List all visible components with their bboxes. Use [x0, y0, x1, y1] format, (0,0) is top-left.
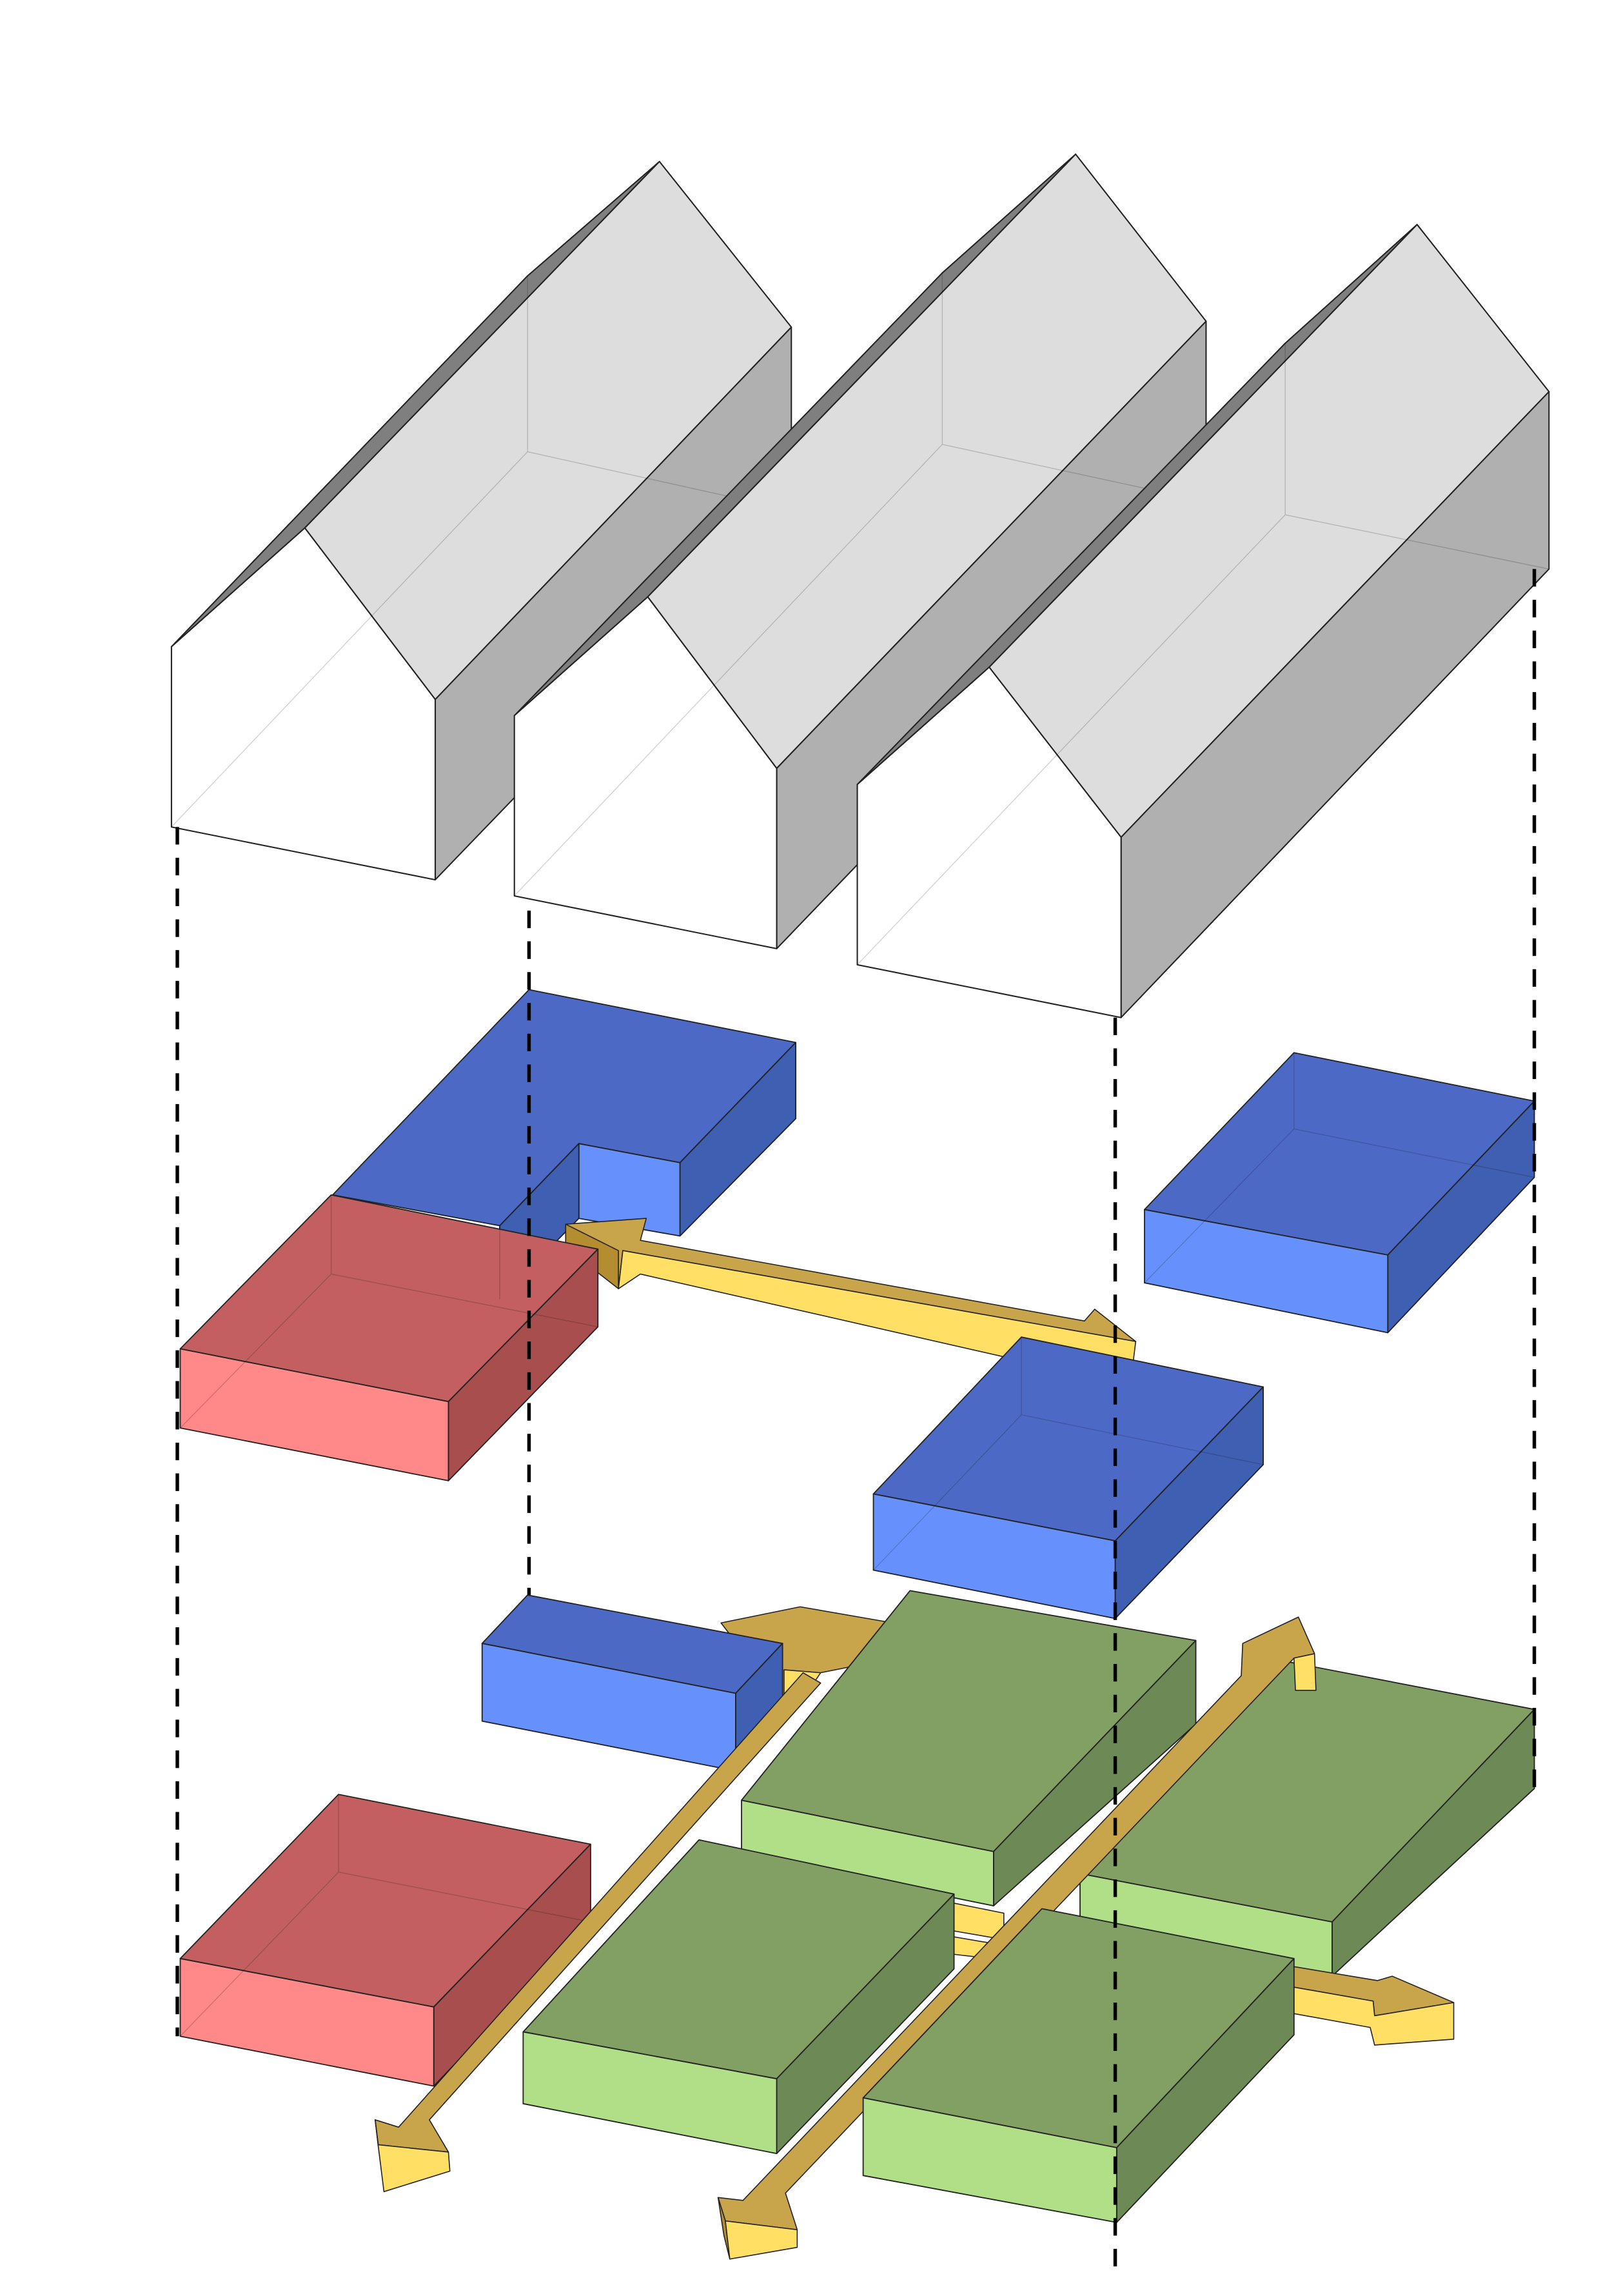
ground-red-hidden [180, 1794, 591, 2037]
ground-green-bl-front [741, 1799, 994, 1906]
ground-arrow-mid-face [725, 2220, 798, 2260]
ground-green-back-left [741, 1590, 1197, 1906]
ground-arrow-left-diagonal [375, 1672, 821, 2192]
upper-arrow-top [565, 1218, 1137, 1342]
ground-green-front-left [522, 1839, 955, 2155]
projection-lines [175, 569, 1537, 2270]
house-2-front [513, 596, 778, 949]
ground-red-front [179, 1957, 435, 2087]
upper-blue-middle-hidden [873, 1337, 1264, 1571]
ground-arrow-mid-head-face [1293, 1653, 1317, 1691]
ground-green-fl-front [522, 2031, 778, 2155]
house-1 [170, 161, 792, 881]
upper-blue-right-hidden [1144, 1053, 1535, 1283]
ground-red-block [179, 1794, 591, 2087]
ground-green-back-right [1079, 1660, 1535, 1977]
upper-blue-middle-block [872, 1336, 1264, 1619]
ground-arrow-right [1289, 1965, 1455, 2046]
ground-arrow-left-face [377, 2144, 451, 2192]
upper-red-hidden-lines [180, 1194, 598, 1429]
house-3-hidden-lines [857, 343, 1549, 965]
ground-arrow-middle-diagonal [717, 1616, 1317, 2260]
roof-layer [170, 153, 1550, 1018]
house-3-front [856, 666, 1122, 1018]
upper-blue-right-front [1144, 1209, 1389, 1334]
house-1-front [170, 527, 437, 881]
upper-floor-layer [179, 989, 1535, 1619]
house-2-hidden-lines [514, 273, 1206, 896]
upper-blue-right-block [1144, 1052, 1535, 1334]
upper-red-block [179, 1194, 599, 1481]
ground-arrow-right-face [1289, 1986, 1455, 2046]
upper-red-front [179, 1348, 449, 1481]
house-3 [856, 224, 1550, 1018]
house-1-hidden-lines [171, 275, 792, 827]
ground-floor-layer [179, 1590, 1535, 2260]
